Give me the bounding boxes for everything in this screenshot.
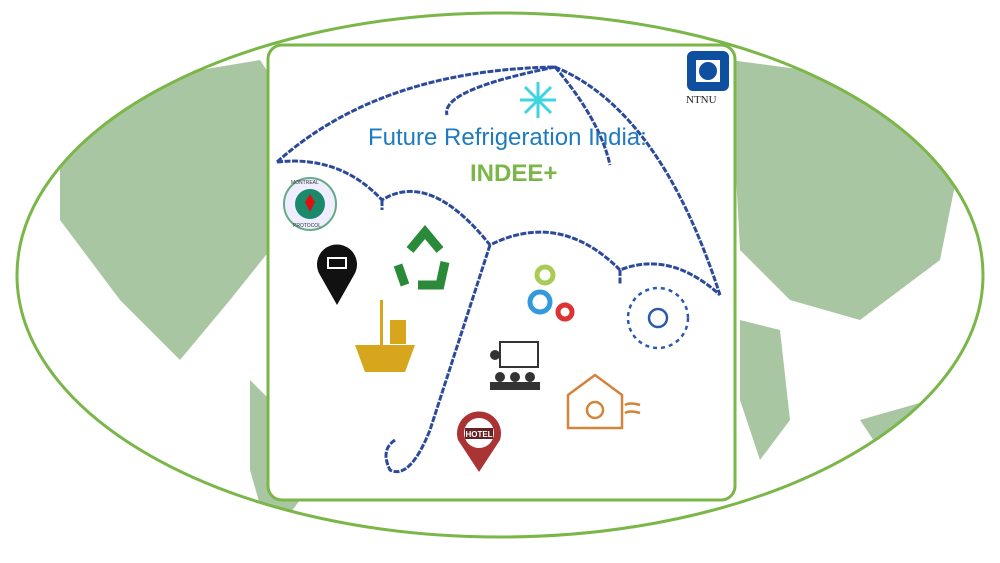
- presentation-icon: [490, 341, 540, 390]
- hvac-icon: [626, 286, 690, 350]
- main-panel: [266, 43, 737, 502]
- gears-icon: [527, 264, 575, 322]
- hotel-pin-icon: [457, 411, 501, 472]
- umbrella: [276, 65, 722, 473]
- subtitle: INDEE+: [470, 160, 558, 187]
- protocol-label: PROTOCOL: [293, 223, 321, 229]
- globe-outline: [15, 11, 985, 539]
- montreal-protocol-icon: [283, 177, 337, 231]
- ntnu-logo-text: NTNU: [686, 94, 717, 106]
- shopping-cart-pin-icon: [317, 244, 357, 305]
- house-heat-icon: [566, 373, 641, 430]
- title: Future Refrigeration India:: [368, 124, 647, 151]
- hotel-label: HOTEL: [465, 430, 492, 439]
- recycle-icon: [393, 224, 450, 290]
- fishing-boat-icon: [355, 300, 415, 372]
- montreal-label: MONTREAL: [291, 180, 319, 186]
- snowflake-icon: [520, 82, 556, 118]
